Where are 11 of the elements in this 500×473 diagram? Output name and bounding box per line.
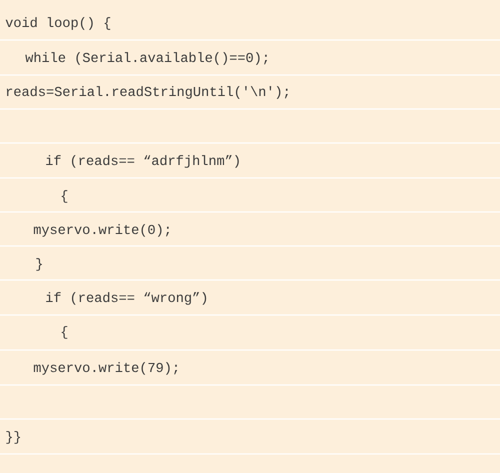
code-line: if (reads== “wrong”) xyxy=(46,292,206,305)
code-line: reads=Serial.readStringUntil('\n'); xyxy=(6,86,288,99)
code-line: { xyxy=(62,190,68,203)
code-line: myservo.write(0); xyxy=(34,224,169,237)
code-line: } xyxy=(36,258,42,271)
code-line: { xyxy=(62,326,68,339)
code-line: myservo.write(79); xyxy=(34,362,178,375)
code-line: while (Serial.available()==0); xyxy=(25,52,268,65)
code-line: if (reads== “adrfjhlnm”) xyxy=(46,155,239,168)
code-line: }} xyxy=(6,431,20,444)
code-line: void loop() { xyxy=(6,17,110,30)
